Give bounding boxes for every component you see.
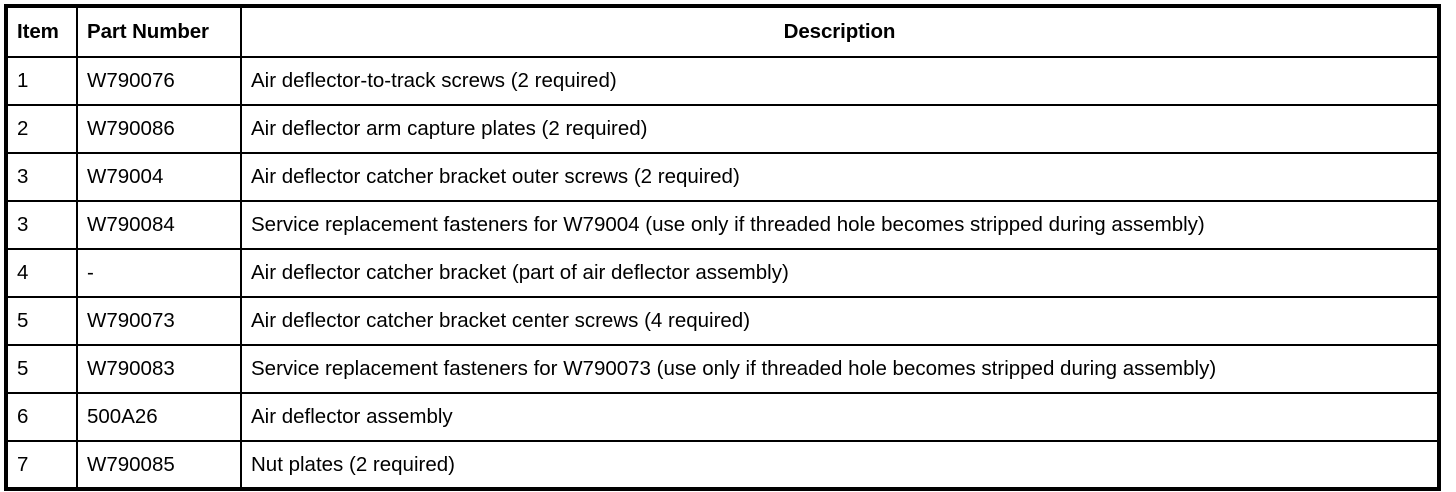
column-header-item: Item (4, 4, 78, 58)
cell-item: 3 (4, 152, 78, 202)
cell-description: Nut plates (2 required) (240, 440, 1441, 491)
column-header-part-number: Part Number (76, 4, 242, 58)
cell-description: Air deflector arm capture plates (2 requ… (240, 104, 1441, 154)
cell-part-number: W790073 (76, 296, 242, 346)
column-header-description: Description (240, 4, 1441, 58)
table-row: 5 W790073 Air deflector catcher bracket … (4, 296, 1441, 346)
cell-description: Air deflector catcher bracket center scr… (240, 296, 1441, 346)
cell-part-number: W79004 (76, 152, 242, 202)
cell-item: 3 (4, 200, 78, 250)
table-row: 4 - Air deflector catcher bracket (part … (4, 248, 1441, 298)
cell-part-number: - (76, 248, 242, 298)
cell-part-number: 500A26 (76, 392, 242, 442)
table-row: 1 W790076 Air deflector-to-track screws … (4, 56, 1441, 106)
cell-item: 7 (4, 440, 78, 491)
table-row: 7 W790085 Nut plates (2 required) (4, 440, 1441, 491)
cell-part-number: W790086 (76, 104, 242, 154)
table-row: 3 W79004 Air deflector catcher bracket o… (4, 152, 1441, 202)
cell-description: Air deflector catcher bracket outer scre… (240, 152, 1441, 202)
cell-description: Service replacement fasteners for W79007… (240, 344, 1441, 394)
cell-part-number: W790083 (76, 344, 242, 394)
table-header: Item Part Number Description (4, 4, 1441, 58)
table-row: 2 W790086 Air deflector arm capture plat… (4, 104, 1441, 154)
cell-part-number: W790084 (76, 200, 242, 250)
cell-item: 2 (4, 104, 78, 154)
cell-description: Air deflector assembly (240, 392, 1441, 442)
cell-description: Air deflector-to-track screws (2 require… (240, 56, 1441, 106)
cell-item: 4 (4, 248, 78, 298)
parts-list-table: Item Part Number Description 1 W790076 A… (4, 4, 1441, 491)
cell-part-number: W790076 (76, 56, 242, 106)
cell-part-number: W790085 (76, 440, 242, 491)
cell-item: 6 (4, 392, 78, 442)
table-row: 5 W790083 Service replacement fasteners … (4, 344, 1441, 394)
cell-item: 5 (4, 344, 78, 394)
cell-description: Air deflector catcher bracket (part of a… (240, 248, 1441, 298)
table-row: 6 500A26 Air deflector assembly (4, 392, 1441, 442)
table-row: 3 W790084 Service replacement fasteners … (4, 200, 1441, 250)
cell-description: Service replacement fasteners for W79004… (240, 200, 1441, 250)
table-body: 1 W790076 Air deflector-to-track screws … (4, 56, 1441, 491)
table-header-row: Item Part Number Description (4, 4, 1441, 58)
cell-item: 5 (4, 296, 78, 346)
cell-item: 1 (4, 56, 78, 106)
